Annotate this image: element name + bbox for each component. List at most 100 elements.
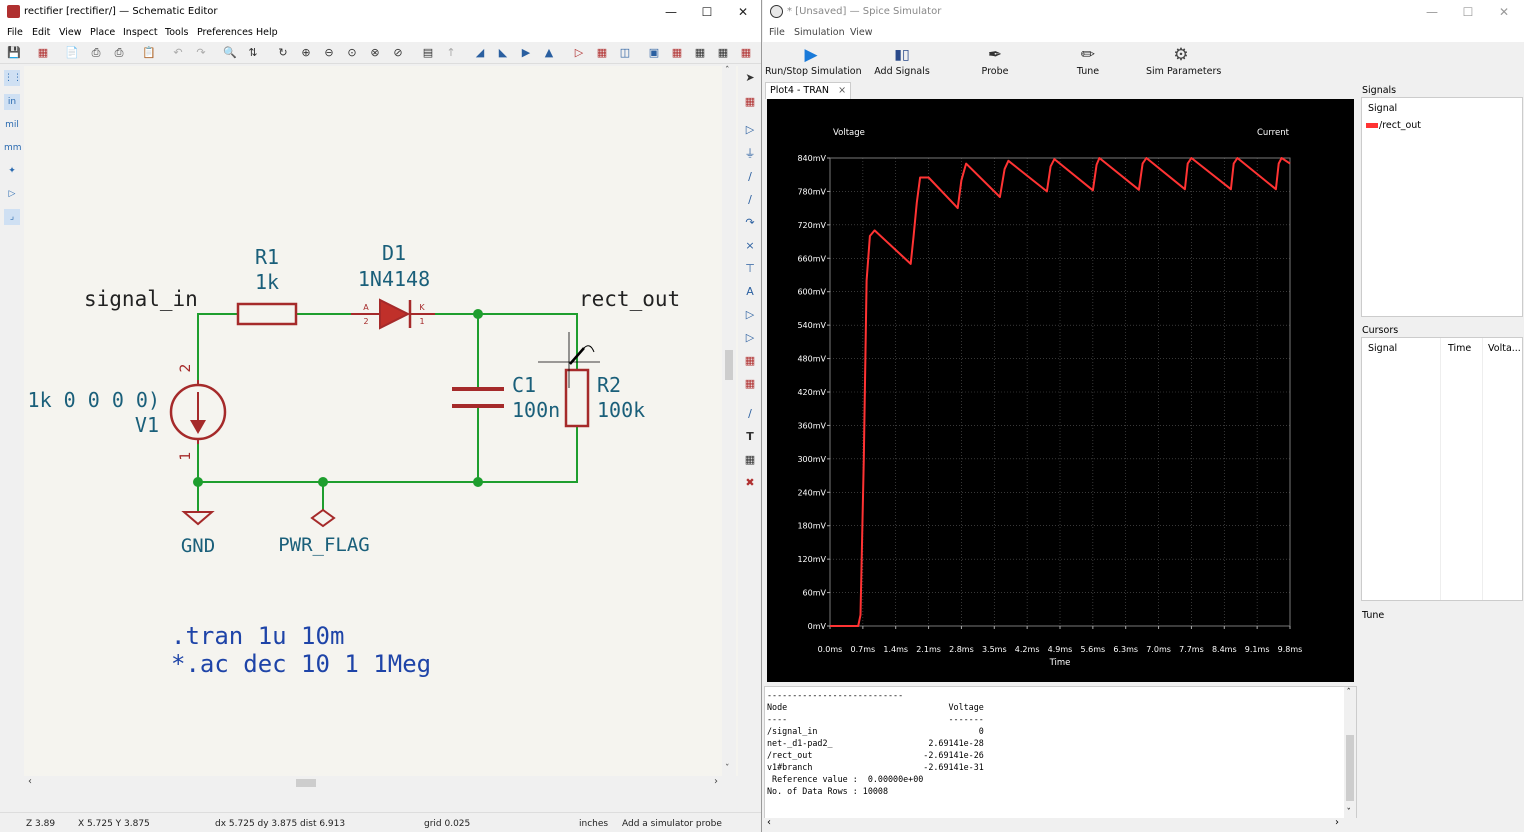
pwr-flag-symbol[interactable] <box>310 508 336 528</box>
scroll-left-icon[interactable]: ‹ <box>28 776 32 787</box>
scroll-thumb[interactable] <box>725 350 733 380</box>
menu-view[interactable]: View <box>59 27 82 38</box>
rotate-ccw-icon[interactable]: ◢ <box>475 46 485 59</box>
refresh-icon[interactable]: ↻ <box>278 46 288 59</box>
cursor-shape-icon[interactable]: ✦ <box>8 166 16 176</box>
vertical-scrollbar[interactable]: ˆ ˇ <box>722 66 736 776</box>
console-hscroll[interactable]: ‹ › <box>764 817 1357 830</box>
save-icon[interactable]: 💾 <box>7 46 21 59</box>
find-icon[interactable]: 🔍 <box>223 46 237 59</box>
wire-mode-icon[interactable]: ⌟ <box>4 209 20 225</box>
add-signals-button[interactable]: ▮▯ Add Signals <box>871 44 933 80</box>
menu-tools[interactable]: Tools <box>165 27 189 38</box>
close-button[interactable]: ✕ <box>1498 5 1510 19</box>
leave-sheet-icon[interactable]: ↑ <box>446 46 456 59</box>
run-stop-simulation-button[interactable]: ▶ Run/Stop Simulation <box>765 44 862 80</box>
zoom-selection-icon[interactable]: ⊘ <box>393 46 403 59</box>
add-bus-icon[interactable]: ∕ <box>748 193 752 206</box>
resistor-r2-body[interactable] <box>564 368 590 428</box>
tab-plot4-tran[interactable]: Plot4 - TRAN × <box>765 82 852 99</box>
footprint-assign-icon[interactable]: ▦ <box>671 46 683 59</box>
tune-button[interactable]: ✏ Tune <box>1068 44 1108 80</box>
simulation-console[interactable]: --------------------------- Node Voltage… <box>764 686 1357 820</box>
zoom-objects-icon[interactable]: ⊗ <box>370 46 380 59</box>
select-icon[interactable]: ➤ <box>745 71 755 84</box>
hier-label-icon[interactable]: ▷ <box>745 331 755 344</box>
units-mm-icon[interactable]: mm <box>4 143 22 153</box>
add-symbol-icon[interactable]: ▷ <box>745 123 755 136</box>
scroll-right-icon[interactable]: › <box>714 776 718 787</box>
scroll-down-icon[interactable]: ˇ <box>1346 808 1352 818</box>
menu-simulation[interactable]: Simulation <box>794 27 845 38</box>
symbol-editor-icon[interactable]: ▷ <box>574 46 584 59</box>
scroll-left-icon[interactable]: ‹ <box>767 817 771 828</box>
spice-directive-ac[interactable]: *.ac dec 10 1 1Meg <box>171 650 431 678</box>
add-wire-icon[interactable]: ∕ <box>748 170 752 183</box>
global-label-icon[interactable]: ▷ <box>745 308 755 321</box>
signals-list[interactable]: Signal /rect_out <box>1361 97 1523 317</box>
zoom-in-icon[interactable]: ⊕ <box>301 46 311 59</box>
net-label-signal-in[interactable]: signal_in <box>84 287 198 311</box>
probe-button[interactable]: ✒ Probe <box>975 44 1015 80</box>
net-label-rect-out[interactable]: rect_out <box>579 287 680 311</box>
signal-row[interactable]: /rect_out <box>1366 120 1516 132</box>
scroll-up-icon[interactable]: ˆ <box>1346 688 1352 698</box>
net-label-icon[interactable]: A <box>746 285 754 298</box>
zoom-out-icon[interactable]: ⊖ <box>324 46 334 59</box>
plot-icon[interactable]: ⎙ <box>114 46 124 59</box>
symbol-browser-icon[interactable]: ▦ <box>596 46 608 59</box>
pcb-editor-icon[interactable]: ▦ <box>740 46 752 59</box>
scroll-down-icon[interactable]: ˇ <box>725 764 730 774</box>
ground-symbol[interactable] <box>181 511 215 526</box>
menu-file[interactable]: File <box>769 27 785 38</box>
scroll-thumb[interactable] <box>1346 735 1354 801</box>
junction-icon[interactable]: ⊤ <box>745 262 755 275</box>
units-mil-icon[interactable]: mil <box>5 120 19 130</box>
scroll-up-icon[interactable]: ˆ <box>725 66 730 76</box>
no-connect-icon[interactable]: × <box>745 239 755 252</box>
scroll-thumb[interactable] <box>296 779 316 787</box>
horizontal-scrollbar[interactable]: ‹ › <box>24 776 722 790</box>
erc-icon[interactable]: ▣ <box>648 46 660 59</box>
maximize-button[interactable]: ☐ <box>1462 5 1474 19</box>
maximize-button[interactable]: ☐ <box>701 5 713 19</box>
scroll-right-icon[interactable]: › <box>1335 817 1339 828</box>
add-image-icon[interactable]: ▦ <box>744 453 756 466</box>
grid-toggle-icon[interactable]: ⋮⋮ <box>4 70 22 86</box>
zoom-fit-icon[interactable]: ⊙ <box>347 46 357 59</box>
mirror-v-icon[interactable]: ▶ <box>521 46 531 59</box>
redo-icon[interactable]: ↷ <box>196 46 206 59</box>
table-icon[interactable]: ▦ <box>717 46 729 59</box>
delete-tool-icon[interactable]: ✖ <box>745 476 755 489</box>
mirror-h-icon[interactable]: ▲ <box>544 46 554 59</box>
menu-file[interactable]: File <box>7 27 23 38</box>
find-replace-icon[interactable]: ⇅ <box>248 46 258 59</box>
add-power-icon[interactable]: ⏚ <box>744 147 756 160</box>
sim-parameters-button[interactable]: ⚙ Sim Parameters <box>1146 44 1221 80</box>
console-vscroll[interactable]: ˆ ˇ <box>1344 687 1356 819</box>
page-settings-icon[interactable]: 📄 <box>65 46 79 59</box>
tab-close-icon[interactable]: × <box>838 85 847 96</box>
highlight-net-icon[interactable]: ▦ <box>744 95 756 108</box>
menu-inspect[interactable]: Inspect <box>123 27 158 38</box>
menu-preferences[interactable]: Preferences <box>197 27 253 38</box>
hierarchy-icon[interactable]: ▤ <box>422 46 434 59</box>
menu-place[interactable]: Place <box>90 27 116 38</box>
print-icon[interactable]: ⎙ <box>91 46 101 59</box>
annotate-icon[interactable]: ◫ <box>619 46 631 59</box>
minimize-button[interactable]: — <box>665 5 677 19</box>
bom-icon[interactable]: ▦ <box>694 46 706 59</box>
undo-icon[interactable]: ↶ <box>173 46 183 59</box>
menu-edit[interactable]: Edit <box>32 27 51 38</box>
rotate-cw-icon[interactable]: ◣ <box>498 46 508 59</box>
menu-view[interactable]: View <box>850 27 873 38</box>
cursors-table[interactable]: Signal Time Volta... <box>1361 337 1523 601</box>
add-sheet-icon[interactable]: ▦ <box>744 354 756 367</box>
add-lines-icon[interactable]: ∕ <box>748 407 752 420</box>
diode-d1-body[interactable] <box>379 298 411 330</box>
import-sheet-pin-icon[interactable]: ▦ <box>744 377 756 390</box>
paste-icon[interactable]: 📋 <box>142 46 156 59</box>
schematic-setup-icon[interactable]: ▦ <box>37 46 49 59</box>
hidden-pins-icon[interactable]: ▷ <box>8 189 16 199</box>
